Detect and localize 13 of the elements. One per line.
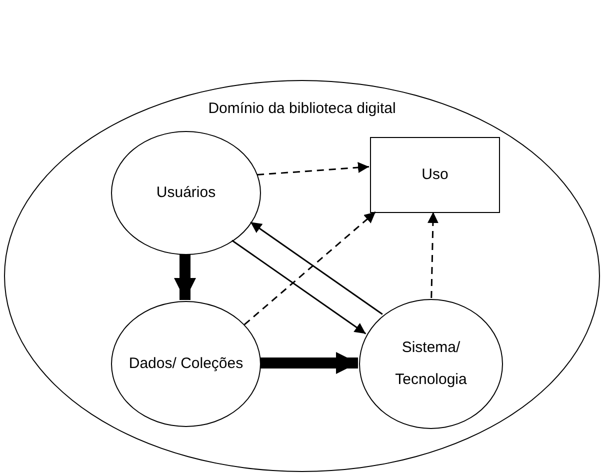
node-label: Sistema/ Tecnologia <box>394 338 468 390</box>
arrow <box>231 239 366 334</box>
node-label: Uso <box>422 165 448 185</box>
node-label: Dados/ Coleções <box>128 354 244 374</box>
process-box <box>370 137 500 213</box>
domain-title: Domínio da biblioteca digital <box>208 99 396 119</box>
node-label: Usuários <box>156 183 216 203</box>
arrow <box>427 212 438 298</box>
arrow <box>256 162 369 176</box>
arrow <box>260 352 358 374</box>
arrow <box>174 254 196 300</box>
arrow <box>250 221 383 315</box>
arrow <box>244 211 376 325</box>
